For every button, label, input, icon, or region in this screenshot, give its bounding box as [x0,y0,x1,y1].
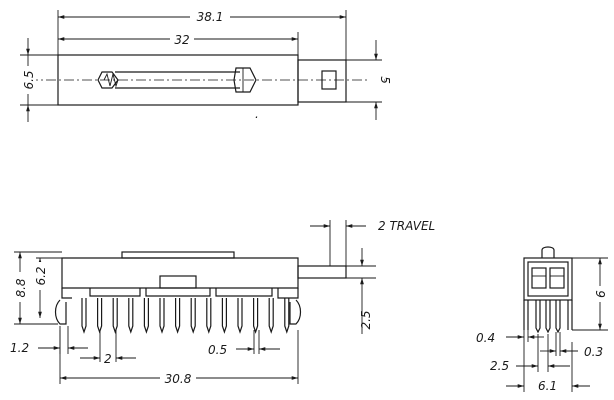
front-pin [284,298,290,334]
overall-length-label: 38.1 [197,10,224,24]
side-pin-width-label: 0.4 [476,331,495,345]
side-pin-thickness-label: 0.3 [584,345,603,359]
front-pin [112,298,118,334]
side-row-pitch-label: 2.5 [490,359,509,373]
side-pin-2 [545,300,551,334]
front-pin [237,298,243,334]
front-view: 2 TRAVEL 2.5 8.8 6.2 1.2 2 [10,219,435,386]
pin-pitch-label: 2 [104,352,112,366]
front-pin [253,298,259,334]
front-pin [81,298,87,334]
slider-end [233,67,257,93]
front-knob-height-label: 2.5 [359,310,373,329]
svg-text:.: . [255,107,259,121]
front-pin [97,298,103,334]
knob-height-label: 5 [378,76,392,84]
front-slider [159,275,197,289]
pin-width-label: 0.5 [208,343,227,357]
side-height-label: 9 [593,290,607,298]
front-pin [268,298,274,334]
travel-label: 2 TRAVEL [378,219,435,233]
front-pin [221,298,227,334]
front-pin [143,298,149,334]
right-mount-hook [289,299,302,325]
side-frame [523,257,573,301]
side-top-contact [541,246,555,258]
top-view: 38.1 32 . 6.5 5 [20,8,392,122]
front-pin [190,298,196,334]
front-top-cap [121,251,235,259]
side-view: 9 0.4 0.3 2.5 6.1 [476,246,608,393]
top-knob-outline [297,59,347,103]
front-pins [81,298,290,334]
front-pin [206,298,212,334]
body-height-front-label: 6.2 [34,266,48,285]
front-housing [61,257,299,289]
side-width-label: 6.1 [538,379,557,393]
body-length-label: 32 [174,33,189,47]
pin-span-label: 30.8 [165,372,192,386]
total-height-label: 8.8 [14,278,28,297]
front-pin [159,298,165,334]
side-pin-3 [555,300,561,334]
front-pin [128,298,134,334]
pin-offset-label: 1.2 [10,341,29,355]
body-height-label: 6.5 [22,70,36,89]
front-pin [175,298,181,334]
front-knob [297,265,347,279]
side-pin-1 [535,300,541,334]
left-mount-hook [54,299,67,325]
